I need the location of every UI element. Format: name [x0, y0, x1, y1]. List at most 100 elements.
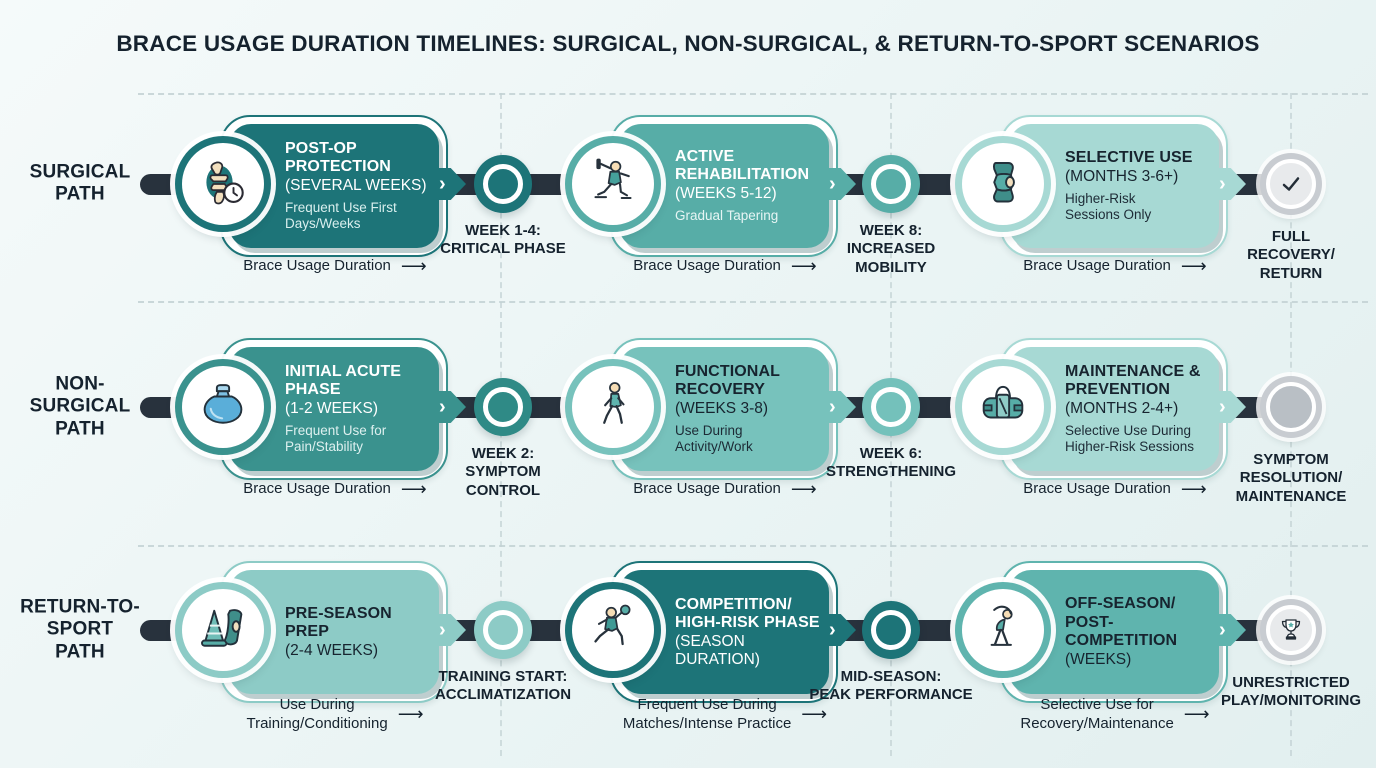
arrow-chevron-icon: ›	[1212, 614, 1246, 646]
arrow-chevron-icon: ›	[432, 168, 466, 200]
stage-duration: (WEEKS 3-8)	[675, 399, 769, 417]
stage-icon-circle	[565, 136, 661, 232]
duration-caption: Use During Training/Conditioning⟶	[185, 696, 485, 734]
ice-pack-icon	[182, 366, 264, 448]
end-label: UNRESTRICTED PLAY/MONITORING	[1220, 674, 1362, 710]
milestone-label: TRAINING START: ACCLIMATIZATION	[434, 668, 572, 704]
right-arrow-icon: ⟶	[790, 256, 817, 276]
arrow-chevron-icon: ›	[822, 168, 856, 200]
stage-card-text: FUNCTIONAL RECOVERY(WEEKS 3-8) Use During…	[619, 357, 788, 461]
milestone-marker	[862, 601, 920, 659]
stage-icon-circle	[955, 359, 1051, 455]
chevron-glyph: ›	[829, 173, 836, 195]
stage-icon-circle	[565, 582, 661, 678]
stage-icon-circle	[955, 136, 1051, 232]
duration-caption: Brace Usage Duration⟶	[575, 479, 875, 500]
duration-caption-text: Brace Usage Duration	[633, 480, 781, 498]
end-node	[1260, 153, 1322, 215]
cone-icon	[182, 589, 264, 671]
page-title: BRACE USAGE DURATION TIMELINES: SURGICAL…	[116, 31, 1260, 56]
surgical-path-label: SURGICAL PATH	[29, 161, 131, 205]
stage-duration: (SEASON DURATION)	[675, 632, 760, 668]
stage-card-text: INITIAL ACUTE PHASE(1-2 WEEKS) Frequent U…	[229, 357, 409, 461]
milestone-marker-core	[871, 164, 911, 204]
duration-caption-text: Selective Use for Recovery/Maintenance	[1020, 696, 1174, 732]
plain-node-core	[1266, 382, 1316, 432]
arrow-chevron-icon: ›	[432, 614, 466, 646]
chevron-glyph: ›	[1219, 619, 1226, 641]
milestone-marker-core	[483, 164, 523, 204]
duration-caption-text: Frequent Use During Matches/Intense Prac…	[622, 696, 792, 732]
stage-icon-circle	[565, 359, 661, 455]
duration-caption: Brace Usage Duration⟶	[965, 479, 1265, 500]
stage-subtitle: Frequent Use First Days/Weeks	[285, 199, 397, 231]
end-label: SYMPTOM RESOLUTION/ MAINTENANCE	[1235, 451, 1347, 505]
stage-card-text: POST-OP PROTECTION(SEVERAL WEEKS) Frequen…	[229, 134, 435, 238]
milestone-marker-core	[483, 610, 523, 650]
stage-card-text: MAINTENANCE & PREVENTION(MONTHS 2-4+) Sel…	[1009, 357, 1209, 461]
chevron-glyph: ›	[439, 619, 446, 641]
duration-caption: Brace Usage Duration⟶	[185, 256, 485, 277]
chevron-glyph: ›	[439, 173, 446, 195]
stage-subtitle: Frequent Use for Pain/Stability	[285, 422, 387, 454]
right-arrow-icon: ⟶	[1180, 256, 1207, 276]
return-to-sport-path-label: RETURN-TO- SPORT PATH	[20, 596, 140, 663]
chevron-glyph: ›	[829, 619, 836, 641]
stage-title: COMPETITION/ HIGH-RISK PHASE	[675, 595, 820, 631]
stretch-icon	[962, 589, 1044, 671]
stage-icon-circle	[955, 582, 1051, 678]
rehab-icon	[572, 143, 654, 225]
milestone-label: WEEK 8: INCREASED MOBILITY	[846, 222, 936, 276]
duration-caption-text: Brace Usage Duration	[1023, 480, 1171, 498]
milestone-marker-core	[871, 387, 911, 427]
arrow-chevron-icon: ›	[1212, 168, 1246, 200]
stage-duration: (1-2 WEEKS)	[285, 399, 379, 417]
arrow-chevron-icon: ›	[822, 391, 856, 423]
stage-duration: (2-4 WEEKS)	[285, 641, 379, 659]
stage-subtitle: Use During Activity/Work	[675, 422, 753, 454]
stage-title: INITIAL ACUTE PHASE	[285, 362, 401, 398]
stage-card: SELECTIVE USE(MONTHS 3-6+)Higher-Risk Se…	[1000, 115, 1228, 257]
stage-subtitle: Selective Use During Higher-Risk Session…	[1065, 422, 1195, 454]
right-arrow-icon: ⟶	[1183, 704, 1210, 725]
jumping-icon	[572, 589, 654, 671]
non-surgical-path-label: NON- SURGICAL PATH	[29, 373, 131, 440]
end-node	[1260, 599, 1322, 661]
chevron-glyph: ›	[1219, 396, 1226, 418]
stage-subtitle: Higher-Risk Sessions Only	[1065, 190, 1152, 222]
arrow-chevron-icon: ›	[432, 391, 466, 423]
knee-clock-icon	[182, 143, 264, 225]
stage-duration: (MONTHS 3-6+)	[1065, 167, 1179, 185]
stage-title: POST-OP PROTECTION	[285, 139, 391, 175]
stage-card-text: ACTIVE REHABILITATION (WEEKS 5-12) Gradual…	[619, 142, 817, 230]
grid-hline	[138, 93, 1368, 95]
stage-title: FUNCTIONAL RECOVERY	[675, 362, 780, 398]
milestone-label: WEEK 2: SYMPTOM CONTROL	[465, 445, 541, 499]
stage-duration: (SEVERAL WEEKS)	[285, 176, 427, 194]
milestone-marker	[474, 155, 532, 213]
milestone-label: WEEK 6: STRENGTHENING	[825, 445, 956, 481]
duration-caption-text: Brace Usage Duration	[1023, 257, 1171, 275]
chevron-glyph: ›	[829, 396, 836, 418]
stage-card-text: PRE-SEASON PREP(2-4 WEEKS)	[229, 599, 400, 666]
arrow-chevron-icon: ›	[822, 614, 856, 646]
right-arrow-icon: ⟶	[400, 256, 427, 276]
stage-duration: (MONTHS 2-4+)	[1065, 399, 1179, 417]
stage-duration: (WEEKS 5-12)	[675, 185, 777, 203]
walking-icon	[572, 366, 654, 448]
stage-title: MAINTENANCE & PREVENTION	[1065, 362, 1201, 398]
stage-subtitle: Gradual Tapering	[675, 207, 779, 223]
stage-title: ACTIVE REHABILITATION	[675, 147, 810, 183]
stage-icon-circle	[175, 359, 271, 455]
duration-caption: Brace Usage Duration⟶	[575, 256, 875, 277]
duration-caption-text: Use During Training/Conditioning	[246, 696, 388, 732]
knee-brace-icon	[962, 143, 1044, 225]
stage-title: OFF-SEASON/ POST-COMPETITION	[1065, 595, 1178, 649]
stage-card: COMPETITION/ HIGH-RISK PHASE(SEASON DURA…	[610, 561, 838, 703]
trophy-icon	[1266, 605, 1316, 655]
milestone-label: WEEK 1-4: CRITICAL PHASE	[440, 222, 566, 258]
milestone-label: MID-SEASON: PEAK PERFORMANCE	[809, 668, 973, 704]
duration-caption: Brace Usage Duration⟶	[185, 479, 485, 500]
stage-card-body: SELECTIVE USE(MONTHS 3-6+)Higher-Risk Se…	[1009, 124, 1219, 248]
